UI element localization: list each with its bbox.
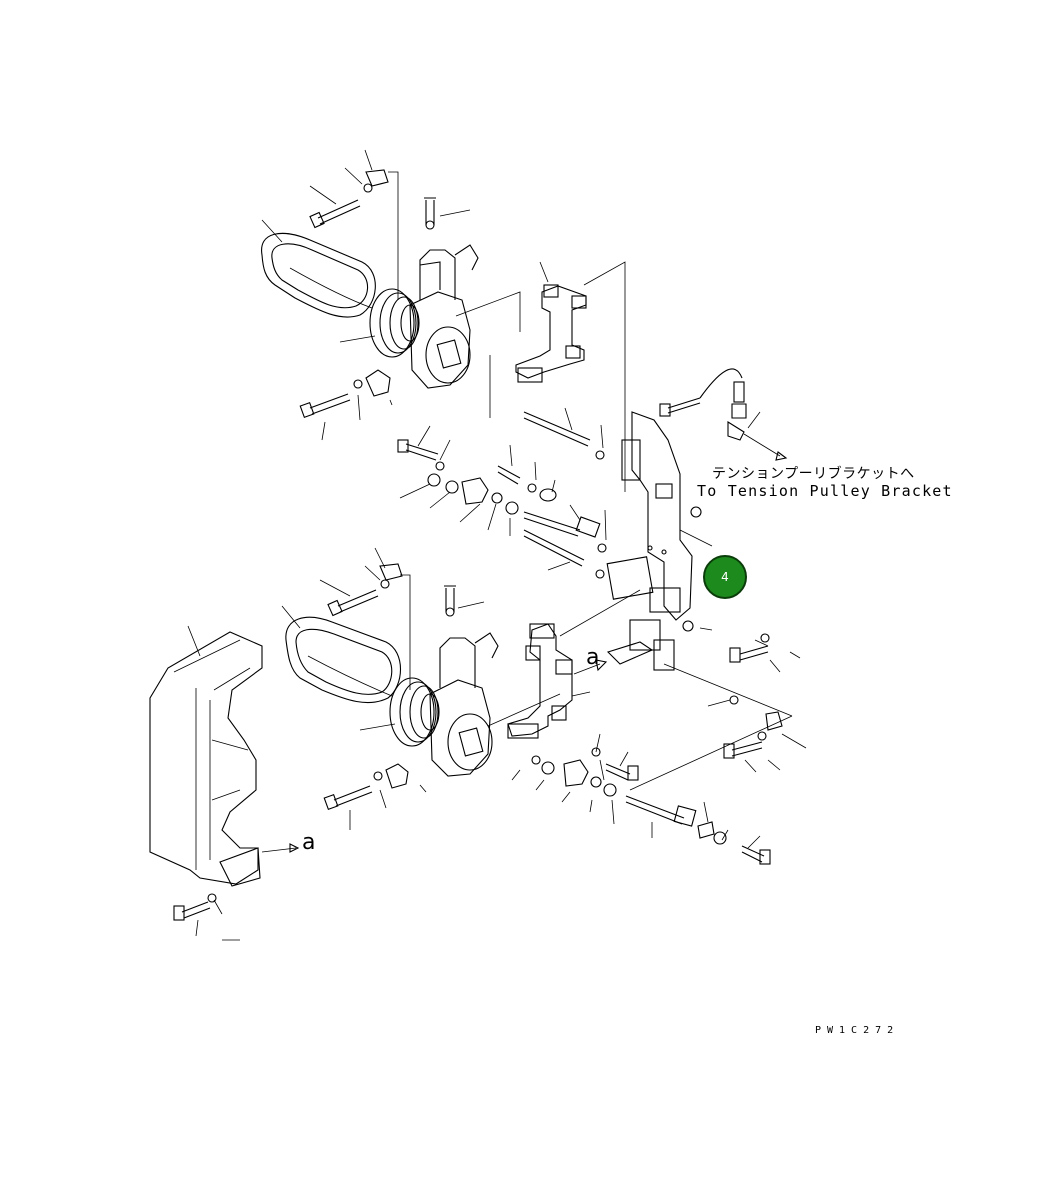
main-mounting-bracket (606, 411, 713, 671)
view-marker-lower: a (302, 830, 316, 855)
lower-cross-bracket (487, 589, 654, 739)
middle-hardware (397, 407, 607, 579)
upper-belt (261, 232, 376, 318)
upper-cross-bracket (455, 261, 626, 492)
lower-belt (285, 616, 401, 704)
callout-number: 4 (721, 570, 729, 584)
drawing-code: PW1C272 (815, 1025, 900, 1036)
note-english: To Tension Pulley Bracket (697, 482, 953, 500)
upper-bolts (299, 169, 391, 419)
lower-pulley (389, 677, 440, 747)
lower-right-hardware (511, 633, 807, 865)
upper-compressor (409, 197, 479, 389)
lower-bolts (281, 547, 485, 830)
callout-badge[interactable]: 4 (703, 555, 747, 599)
note-japanese: テンションプーリブラケットへ (712, 466, 915, 482)
view-marker-upper: a (586, 645, 600, 670)
view-arrows (573, 659, 608, 675)
lower-compressor (429, 585, 499, 777)
belt-cover (149, 625, 300, 941)
upper-leaders (261, 149, 471, 441)
hose-assembly (659, 368, 788, 461)
